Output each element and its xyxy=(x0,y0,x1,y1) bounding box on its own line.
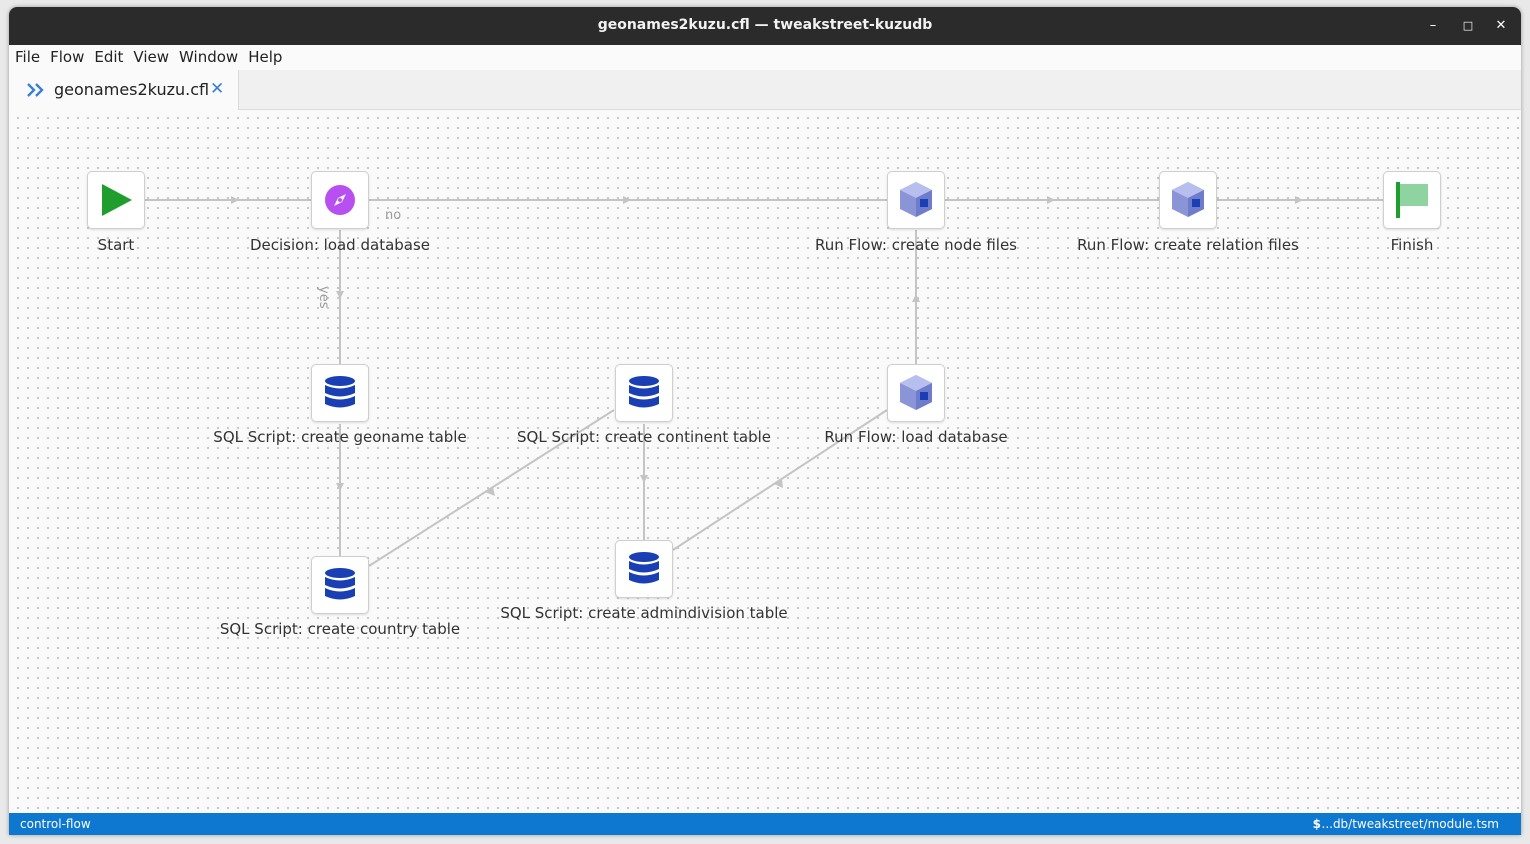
arrow-head xyxy=(623,196,631,204)
compass-icon xyxy=(325,185,355,215)
node-label-decision: Decision: load database xyxy=(249,236,431,254)
app-window: geonames2kuzu.cfl — tweakstreet-kuzudb –… xyxy=(9,7,1521,835)
menu-help[interactable]: Help xyxy=(248,48,283,66)
menu-flow[interactable]: Flow xyxy=(50,48,85,66)
cube-icon xyxy=(900,182,932,217)
node-sql-country[interactable] xyxy=(311,556,369,614)
node-label-run-load: Run Flow: load database xyxy=(824,428,1008,446)
tab-bar: geonames2kuzu.cfl ✕ xyxy=(9,70,1521,110)
arrow-head xyxy=(485,487,495,496)
tab-close-icon[interactable]: ✕ xyxy=(210,79,225,99)
arrow-head xyxy=(231,196,239,204)
node-sql-geoname[interactable] xyxy=(311,364,369,422)
menu-file[interactable]: File xyxy=(15,48,41,66)
window-title: geonames2kuzu.cfl — tweakstreet-kuzudb xyxy=(597,17,933,33)
maximize-button[interactable]: □ xyxy=(1458,16,1478,36)
node-label-sql-admindivision: SQL Script: create admindivision table xyxy=(500,604,788,622)
flow-file-icon xyxy=(27,83,44,97)
edge-label-yes: yes xyxy=(316,286,331,309)
menu-window[interactable]: Window xyxy=(179,48,239,66)
database-icon xyxy=(629,376,659,408)
play-icon xyxy=(102,184,132,216)
minimize-button[interactable]: – xyxy=(1423,16,1443,36)
menu-bar: File Flow Edit View Window Help xyxy=(9,45,1521,70)
node-run-load-database[interactable] xyxy=(887,364,945,422)
title-bar[interactable]: geonames2kuzu.cfl — tweakstreet-kuzudb –… xyxy=(9,7,1521,45)
cube-icon xyxy=(900,375,932,410)
node-label-sql-geoname: SQL Script: create geoname table xyxy=(213,428,467,446)
node-sql-admindivision[interactable] xyxy=(615,540,673,598)
flag-icon xyxy=(1396,182,1428,218)
node-run-create-relation-files[interactable] xyxy=(1159,171,1217,229)
node-label-sql-country: SQL Script: create country table xyxy=(219,620,461,638)
flow-canvas[interactable]: no yes Start Decision: load database R xyxy=(9,110,1521,813)
arrow-head xyxy=(1047,196,1055,204)
node-label-finish: Finish xyxy=(1390,236,1434,254)
status-module-path[interactable]: ...db/tweakstreet/module.tsm xyxy=(1321,817,1500,831)
node-label-run-node: Run Flow: create node files xyxy=(814,236,1018,254)
dollar-icon[interactable]: $ xyxy=(1312,817,1321,831)
menu-edit[interactable]: Edit xyxy=(94,48,124,66)
database-icon xyxy=(325,568,355,600)
node-label-sql-continent: SQL Script: create continent table xyxy=(516,428,772,446)
arrow-head xyxy=(336,483,344,491)
edge-admin-load xyxy=(672,409,888,551)
status-mode: control-flow xyxy=(20,817,91,831)
node-decision[interactable] xyxy=(311,171,369,229)
flow-edges xyxy=(145,196,1383,567)
arrow-head xyxy=(774,479,783,488)
tab-geonames2kuzu[interactable]: geonames2kuzu.cfl ✕ xyxy=(9,70,239,110)
node-start[interactable] xyxy=(87,171,145,229)
node-finish[interactable] xyxy=(1383,171,1441,229)
arrow-head xyxy=(912,294,920,302)
arrow-head xyxy=(336,291,344,299)
close-icon: ✕ xyxy=(1495,18,1507,33)
database-icon xyxy=(325,376,355,408)
arrow-head xyxy=(640,475,648,483)
maximize-icon: □ xyxy=(1462,19,1474,32)
database-icon xyxy=(629,552,659,584)
tab-label: geonames2kuzu.cfl xyxy=(54,80,210,99)
status-bar: control-flow $ ...db/tweakstreet/module.… xyxy=(9,813,1521,835)
cube-icon xyxy=(1172,182,1204,217)
node-run-create-node-files[interactable] xyxy=(887,171,945,229)
close-button[interactable]: ✕ xyxy=(1491,16,1511,36)
node-sql-continent[interactable] xyxy=(615,364,673,422)
menu-view[interactable]: View xyxy=(133,48,170,66)
node-label-run-relation: Run Flow: create relation files xyxy=(1077,236,1299,254)
node-label-start: Start xyxy=(97,236,135,254)
minimize-icon: – xyxy=(1429,18,1437,33)
edge-label-no: no xyxy=(385,208,402,223)
arrow-head xyxy=(1295,196,1303,204)
